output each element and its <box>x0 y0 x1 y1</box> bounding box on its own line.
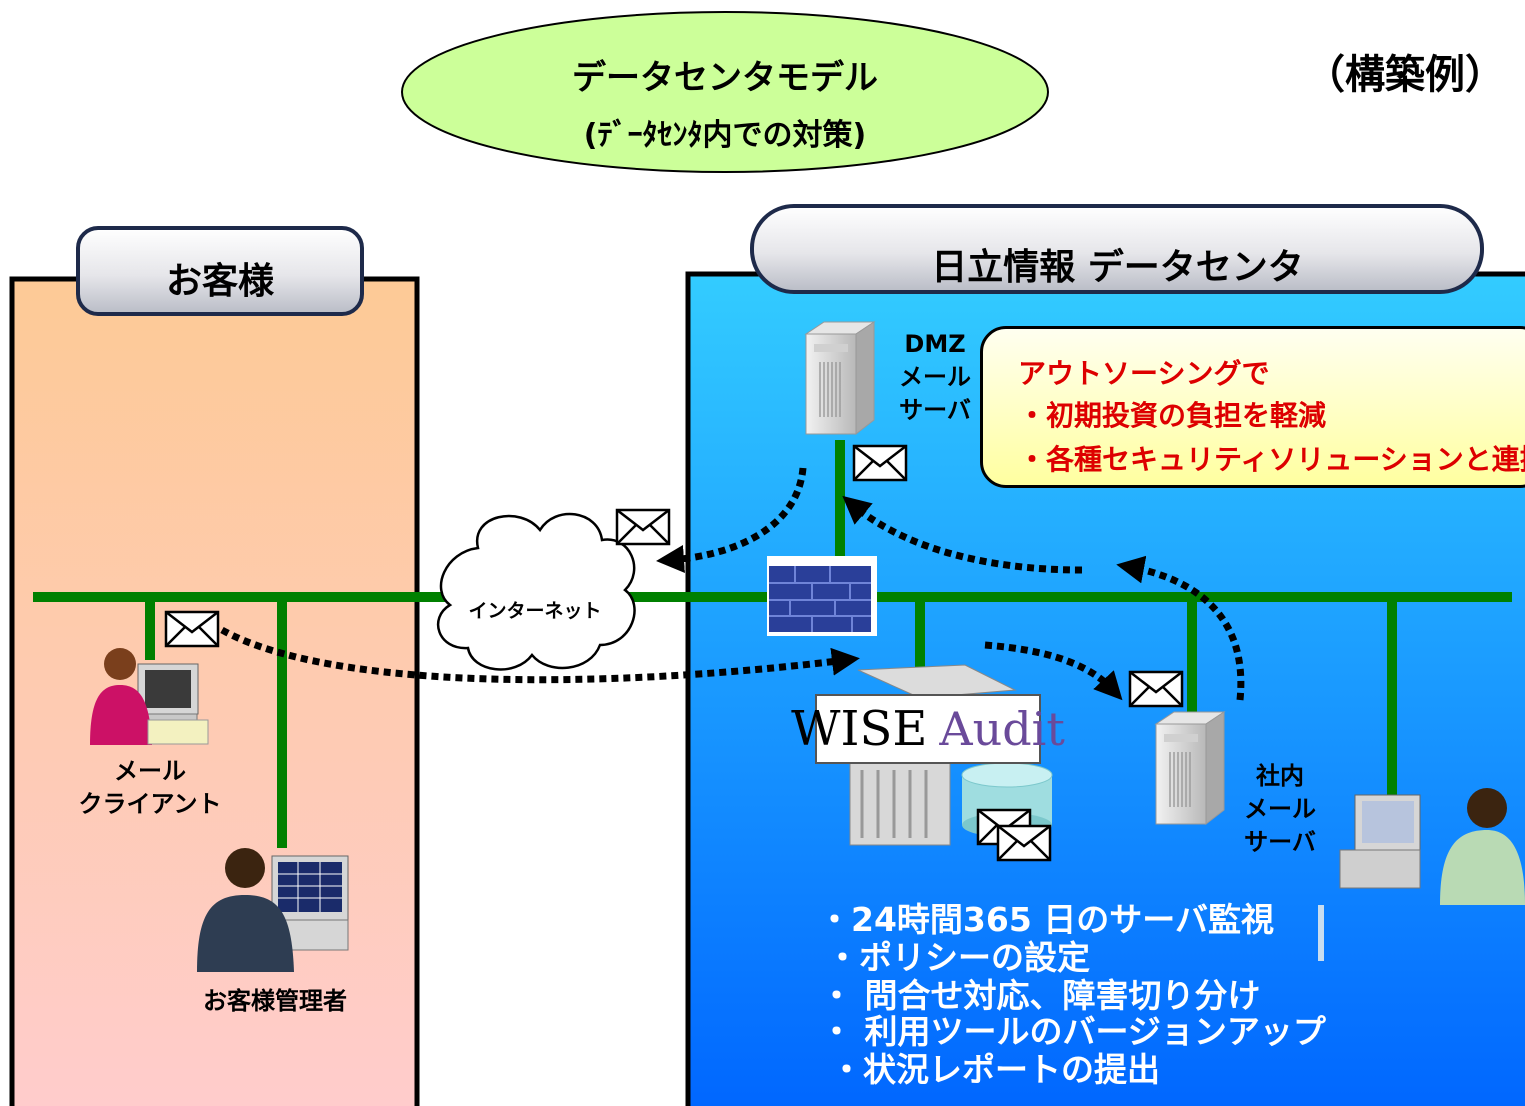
mail-envelope-icon <box>615 508 671 546</box>
internal-server-label: 社内 メール サーバ <box>1235 760 1325 859</box>
wise-logo-part2: Audit <box>939 702 1065 756</box>
dmz-label-line: サーバ <box>899 396 971 424</box>
internal-label-line: メール <box>1244 795 1316 823</box>
service-item: ・ポリシーの設定 <box>826 938 1090 977</box>
firewall-icon <box>767 556 877 636</box>
customer-tab <box>76 226 364 316</box>
wise-audit-logo: WISE Audit <box>791 694 1065 764</box>
dmz-server-icon <box>805 321 875 435</box>
internal-label-line: サーバ <box>1244 828 1316 856</box>
service-item: ・ 問合せ対応、障害切り分け <box>820 976 1261 1015</box>
title-ellipse <box>401 11 1049 173</box>
internal-server-icon <box>1155 711 1225 825</box>
mail-envelope-icon <box>1128 670 1184 708</box>
client-label-line: クライアント <box>78 790 222 818</box>
mail-envelope-icon <box>996 824 1052 862</box>
callout-line: アウトソーシングで <box>1018 357 1270 390</box>
wise-logo-part1: WISE <box>791 701 928 757</box>
example-label: （構築例） <box>1305 52 1505 98</box>
mail-envelope-icon <box>852 444 908 482</box>
cloud-icon <box>436 512 636 671</box>
service-item: ・24時間365 日のサーバ監視 <box>818 900 1274 939</box>
mail-client-label: メール クライアント <box>50 755 250 821</box>
customer-tab-label: お客様 <box>165 261 274 302</box>
operator-user-icon <box>1339 788 1525 905</box>
internal-label-line: 社内 <box>1256 762 1304 790</box>
mail-flow-arrows <box>220 467 1245 701</box>
callout-line: ・各種セキュリティソリューションと連携 <box>1018 443 1525 476</box>
outsourcing-callout <box>980 326 1525 488</box>
admin-label: お客様管理者 <box>203 987 347 1015</box>
callout-line: ・初期投資の負担を軽減 <box>1018 399 1327 432</box>
dmz-label-line: DMZ <box>904 330 966 358</box>
wise-audit-server-icon <box>849 664 1017 846</box>
client-label-line: メール <box>114 757 186 785</box>
mail-envelope-icon <box>164 610 220 648</box>
mail-client-user-icon <box>90 648 209 745</box>
customer-zone-panel <box>9 276 420 1106</box>
service-item: ・状況レポートの提出 <box>830 1050 1160 1089</box>
dmz-server-label: DMZ メール サーバ <box>890 328 980 427</box>
service-item: ・ 利用ツールのバージョンアップ <box>820 1012 1326 1051</box>
admin-user-icon <box>197 848 349 972</box>
internet-label: インターネット <box>468 600 602 622</box>
datacenter-tab-label: 日立情報 データセンタ <box>931 247 1304 288</box>
dmz-label-line: メール <box>899 363 971 391</box>
services-marker <box>1318 905 1324 961</box>
title-line1: データセンタモデル <box>572 58 878 98</box>
title-line2: (ﾃﾞｰﾀｾﾝﾀ内での対策) <box>583 118 867 153</box>
datacenter-tab <box>750 204 1484 294</box>
